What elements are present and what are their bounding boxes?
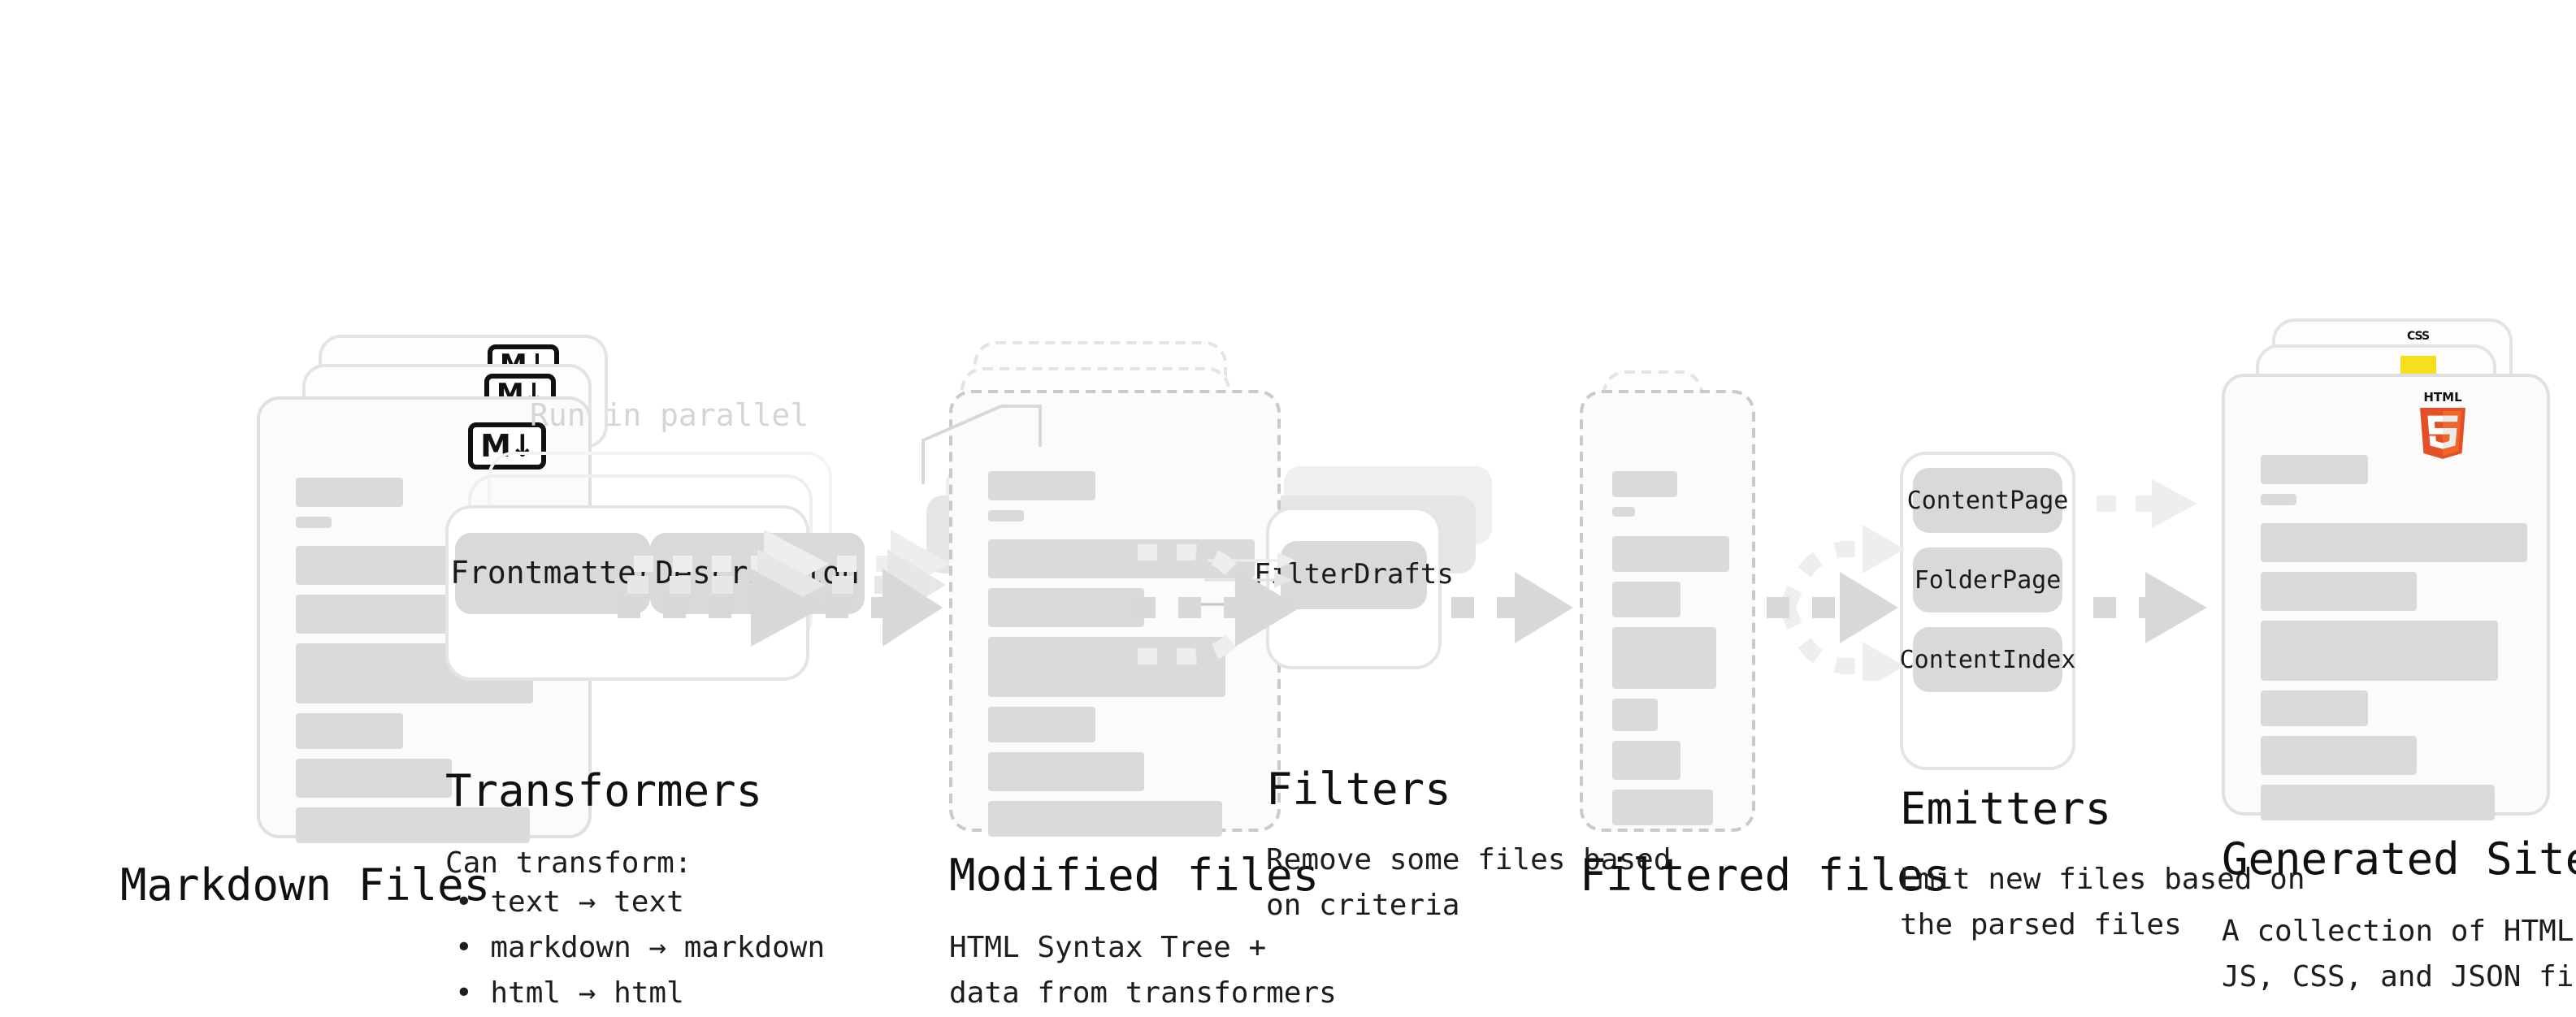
generated-card-front-html: [2222, 374, 2550, 820]
skeleton-line: [1612, 699, 1658, 731]
skeleton-line: [1612, 627, 1716, 689]
skeleton-line: [296, 713, 403, 749]
skeleton-line: [988, 510, 1024, 521]
filtered-card-front: [1580, 390, 1755, 832]
pipeline-diagram: M↓ M↓ M↓ Markdown Files Front: [120, 318, 2576, 1011]
transformers-bullet-2: • html → html: [455, 976, 684, 1011]
modified-files-subtitle: HTML Syntax Tree + data from transformer…: [949, 931, 1337, 1011]
skeleton-line: [1612, 582, 1680, 617]
skeleton-line: [988, 707, 1095, 742]
css-badge-label: CSS: [2407, 330, 2430, 343]
skeleton-line: [988, 539, 1255, 578]
skeleton-line: [296, 517, 332, 528]
stage-title-filtered-files: Filtered files: [1580, 851, 1950, 902]
arrow-filters-to-filtered: [1451, 572, 1573, 643]
skeleton-line: [296, 759, 452, 798]
skeleton-line: [1612, 536, 1729, 572]
stage-title-generated-site: Generated Site: [2222, 835, 2576, 885]
skeleton-line: [988, 588, 1144, 627]
skeleton-line: [2261, 736, 2417, 775]
skeleton-line: [296, 595, 452, 634]
svg-text:HTML: HTML: [2423, 390, 2462, 405]
emitter-pill-contentpage[interactable]: ContentPage: [1907, 468, 2068, 533]
transformers-bullet-1: • markdown → markdown: [455, 931, 826, 965]
skeleton-line: [2261, 494, 2296, 505]
stage-title-transformers: Transformers: [445, 767, 763, 817]
stage-title-modified-files: Modified files: [949, 851, 1320, 902]
transformers-bullet-0: • text → text: [455, 885, 684, 920]
transformer-pill-description[interactable]: Description: [650, 533, 865, 614]
stage-title-markdown-files: Markdown Files: [120, 861, 491, 911]
filter-pill-filterdrafts[interactable]: FilterDrafts: [1254, 541, 1454, 609]
modified-card-front: [949, 390, 1281, 837]
transformer-pill-frontmatter[interactable]: Frontmatter: [450, 533, 655, 614]
skeleton-line: [2261, 785, 2495, 820]
html5-badge-icon: HTML: [2412, 387, 2474, 461]
emitter-pill-folderpage[interactable]: FolderPage: [1913, 547, 2062, 612]
skeleton-line: [2261, 690, 2368, 726]
arrow-emitters-to-generated: [2093, 479, 2207, 643]
skeleton-line: [2261, 572, 2417, 611]
generated-site-subtitle: A collection of HTML, JS, CSS, and JSON …: [2222, 915, 2576, 994]
skeleton-line: [988, 471, 1095, 500]
skeleton-line: [2261, 523, 2527, 562]
skeleton-line: [988, 752, 1144, 791]
emitter-pill-contentindex[interactable]: ContentIndex: [1900, 627, 2075, 692]
skeleton-line: [1612, 790, 1713, 825]
skeleton-line: [988, 637, 1225, 697]
skeleton-line: [2261, 621, 2498, 681]
skeleton-line: [988, 801, 1222, 837]
skeleton-line: [296, 478, 403, 507]
skeleton-line: [1612, 741, 1680, 780]
stage-title-emitters: Emitters: [1900, 785, 2112, 835]
stage-title-filters: Filters: [1266, 765, 1451, 816]
run-in-parallel-note: Run in parallel: [530, 398, 809, 434]
skeleton-line: [1612, 471, 1677, 497]
arrow-filtered-to-emitters: [1767, 525, 1905, 681]
skeleton-line: [2261, 455, 2368, 484]
skeleton-line: [1612, 507, 1635, 517]
